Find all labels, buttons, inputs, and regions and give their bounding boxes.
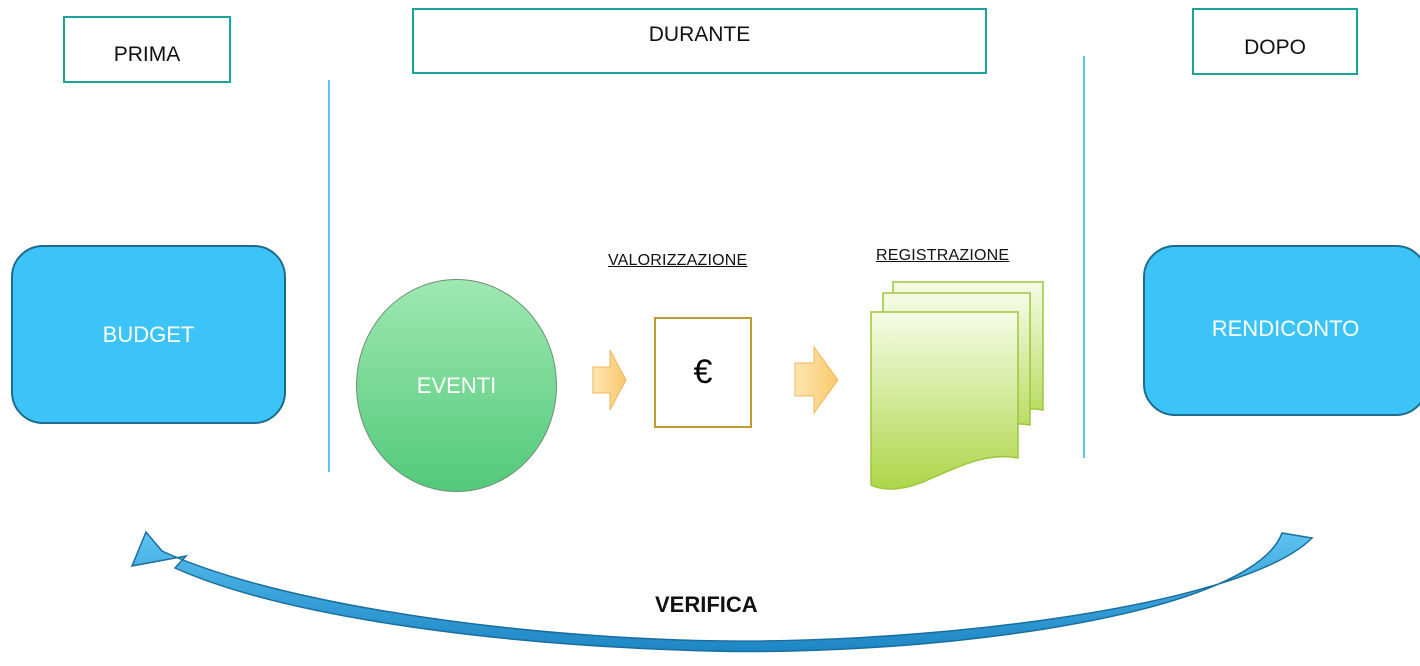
rendiconto-label: RENDICONTO xyxy=(1211,315,1360,341)
budget-box: BUDGET xyxy=(11,245,286,424)
registrazione-label: REGISTRAZIONE xyxy=(876,247,1010,264)
eventi-circle: EVENTI xyxy=(356,279,557,492)
phase-dopo-box: DOPO xyxy=(1192,8,1358,75)
budget-label: BUDGET xyxy=(102,321,195,347)
curved-return-arrow-icon xyxy=(130,530,1314,653)
document-stack-icon xyxy=(870,281,1044,490)
small-right-arrow-icon xyxy=(592,349,627,411)
phase-prima-box: PRIMA xyxy=(63,16,231,83)
euro-box: € xyxy=(654,317,752,428)
phase-durante-box: DURANTE xyxy=(412,8,987,74)
eventi-label: EVENTI xyxy=(416,372,497,398)
valorizzazione-label: VALORIZZAZIONE xyxy=(608,252,748,269)
divider-left xyxy=(328,80,330,472)
euro-symbol: € xyxy=(693,353,713,391)
phase-durante-label: DURANTE xyxy=(648,23,751,46)
divider-right xyxy=(1083,56,1085,458)
verifica-label: VERIFICA xyxy=(655,592,758,617)
phase-dopo-label: DOPO xyxy=(1244,35,1306,59)
phase-prima-label: PRIMA xyxy=(113,42,181,66)
rendiconto-box: RENDICONTO xyxy=(1143,245,1420,416)
small-right-arrow-icon xyxy=(794,345,839,415)
